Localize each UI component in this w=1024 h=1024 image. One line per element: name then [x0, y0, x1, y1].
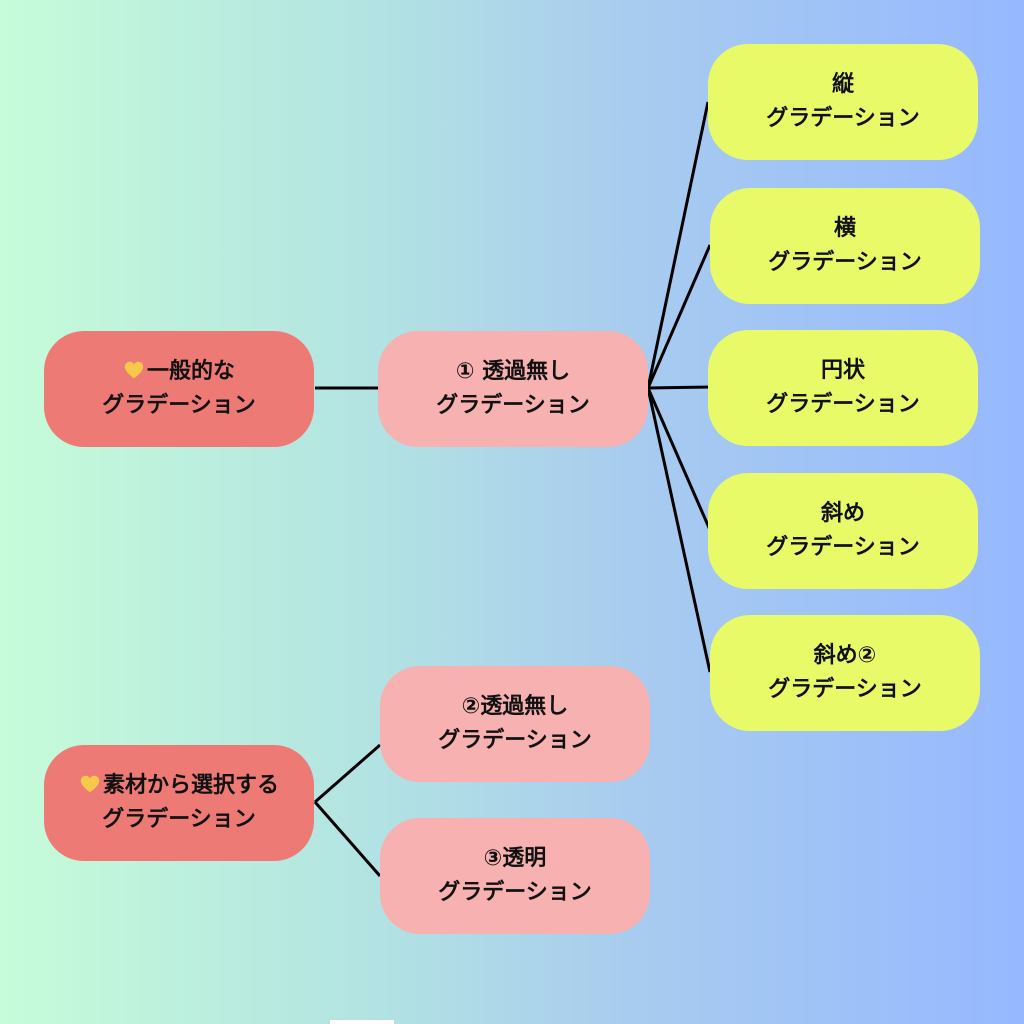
root-node-general-line2: グラデーション [102, 393, 256, 418]
leaf-node-vertical-line1: 縦 [831, 72, 854, 97]
connector-mid1-leaf2 [646, 244, 712, 389]
mid-node-transparent-3: ③透明 グラデーション [380, 818, 650, 934]
root-node-general-gradient: 一般的な グラデーション [44, 331, 314, 447]
mid-node-opaque-1-line1: ① 透過無し [455, 359, 571, 384]
mid-node-transparent-3-line2: グラデーション [438, 880, 592, 905]
leaf-node-circular: 円状 グラデーション [708, 330, 978, 446]
root-node-material-line1-text: 素材から選択する [102, 773, 279, 798]
leaf-node-diagonal-2-line2: グラデーション [768, 677, 922, 702]
connector-root2-mid3 [313, 801, 382, 877]
bottom-edge-mark [330, 1020, 394, 1024]
mid-node-opaque-2-line1: ②透過無し [461, 694, 569, 719]
connector-mid1-leaf5 [646, 387, 712, 673]
mid-node-opaque-1: ① 透過無し グラデーション [378, 331, 648, 447]
leaf-node-horizontal-line1: 横 [833, 216, 856, 241]
leaf-node-horizontal: 横 グラデーション [710, 188, 980, 304]
leaf-node-circular-line1: 円状 [820, 358, 865, 383]
connector-root2-mid2 [314, 743, 381, 804]
leaf-node-horizontal-line2: グラデーション [768, 250, 922, 275]
connector-mid1-leaf1 [646, 101, 710, 389]
leaf-node-vertical: 縦 グラデーション [708, 44, 978, 160]
leaf-node-diagonal-line2: グラデーション [766, 535, 920, 560]
leaf-node-vertical-line2: グラデーション [766, 106, 920, 131]
leaf-node-diagonal-2: 斜め② グラデーション [710, 615, 980, 731]
root-node-material-line2: グラデーション [102, 807, 256, 832]
leaf-node-diagonal-2-line1: 斜め② [813, 643, 877, 668]
leaf-node-diagonal: 斜め グラデーション [708, 473, 978, 589]
mid-node-opaque-2: ②透過無し グラデーション [380, 666, 650, 782]
connector-mid1-leaf4 [646, 387, 712, 531]
mid-node-opaque-2-line2: グラデーション [438, 728, 592, 753]
connector-mid1-leaf3 [647, 385, 711, 390]
heart-icon [124, 361, 144, 379]
heart-icon [80, 775, 100, 793]
root-node-general-line1-text: 一般的な [146, 359, 235, 384]
root-node-material-line1: 素材から選択する [79, 769, 279, 803]
root-node-general-line1: 一般的な [123, 355, 235, 389]
mid-node-opaque-1-line2: グラデーション [436, 393, 590, 418]
mid-node-transparent-3-line1: ③透明 [483, 846, 547, 871]
leaf-node-diagonal-line1: 斜め [820, 501, 865, 526]
root-node-material-gradient: 素材から選択する グラデーション [44, 745, 314, 861]
leaf-node-circular-line2: グラデーション [766, 392, 920, 417]
